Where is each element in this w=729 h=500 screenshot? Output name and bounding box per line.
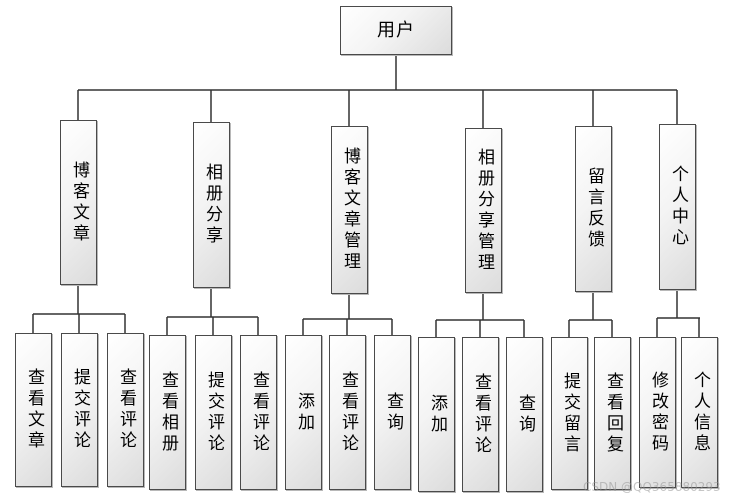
node-module-album-sharing-management: 相册分享管理 (465, 128, 502, 293)
node-module-message-feedback: 留言反馈 (575, 126, 612, 292)
node-module-personal-center: 个人中心 (659, 124, 696, 290)
node-module-album-sharing: 相册分享 (193, 122, 230, 288)
node-leaf-query: 查询 (374, 335, 411, 490)
node-label: 相册分享管理 (474, 147, 494, 274)
node-leaf-personal-info: 个人信息 (681, 337, 718, 488)
node-label: 查询 (383, 391, 403, 434)
node-label: 查看文章 (24, 368, 44, 452)
node-leaf-submit-comment: 提交评论 (61, 333, 98, 487)
node-leaf-query: 查询 (506, 337, 543, 492)
node-label: 查询 (515, 393, 535, 436)
node-label: 个人中心 (668, 165, 688, 249)
node-label: 修改密码 (648, 370, 668, 455)
node-label: 添加 (294, 391, 314, 434)
node-leaf-view-albums: 查看相册 (149, 335, 186, 490)
node-label: 博客文章管理 (340, 147, 360, 273)
node-label: 查看评论 (116, 368, 136, 452)
node-label: 提交留言 (560, 371, 580, 456)
node-label: 提交评论 (204, 370, 224, 455)
node-leaf-add: 添加 (418, 337, 455, 492)
node-module-blog-articles: 博客文章 (60, 120, 97, 285)
node-label: 查看评论 (249, 370, 269, 455)
node-leaf-view-comments: 查看评论 (462, 337, 499, 492)
node-label: 查看评论 (471, 372, 491, 457)
node-leaf-view-comments: 查看评论 (329, 335, 366, 490)
node-label: 添加 (427, 393, 447, 436)
node-leaf-change-password: 修改密码 (639, 337, 676, 488)
node-leaf-add: 添加 (285, 335, 322, 490)
node-label: 提交评论 (70, 368, 90, 452)
watermark: CSDN @QQ365880293 (583, 480, 721, 494)
node-module-blog-article-management: 博客文章管理 (331, 126, 368, 294)
node-leaf-view-articles: 查看文章 (15, 333, 52, 487)
node-label: 个人信息 (690, 370, 710, 455)
node-leaf-view-reply: 查看回复 (594, 337, 631, 490)
node-leaf-submit-comment: 提交评论 (195, 335, 232, 490)
node-root-user: 用户 (340, 6, 452, 55)
node-label: 查看评论 (338, 370, 358, 455)
node-label: 留言反馈 (584, 167, 604, 251)
node-label: 查看相册 (158, 370, 178, 455)
node-label: 查看回复 (603, 371, 623, 456)
node-leaf-submit-message: 提交留言 (551, 337, 588, 490)
node-leaf-view-comments: 查看评论 (240, 335, 277, 490)
node-leaf-view-comments: 查看评论 (107, 333, 144, 487)
node-label: 用户 (377, 19, 415, 41)
node-label: 博客文章 (69, 160, 89, 245)
node-label: 相册分享 (202, 163, 222, 247)
